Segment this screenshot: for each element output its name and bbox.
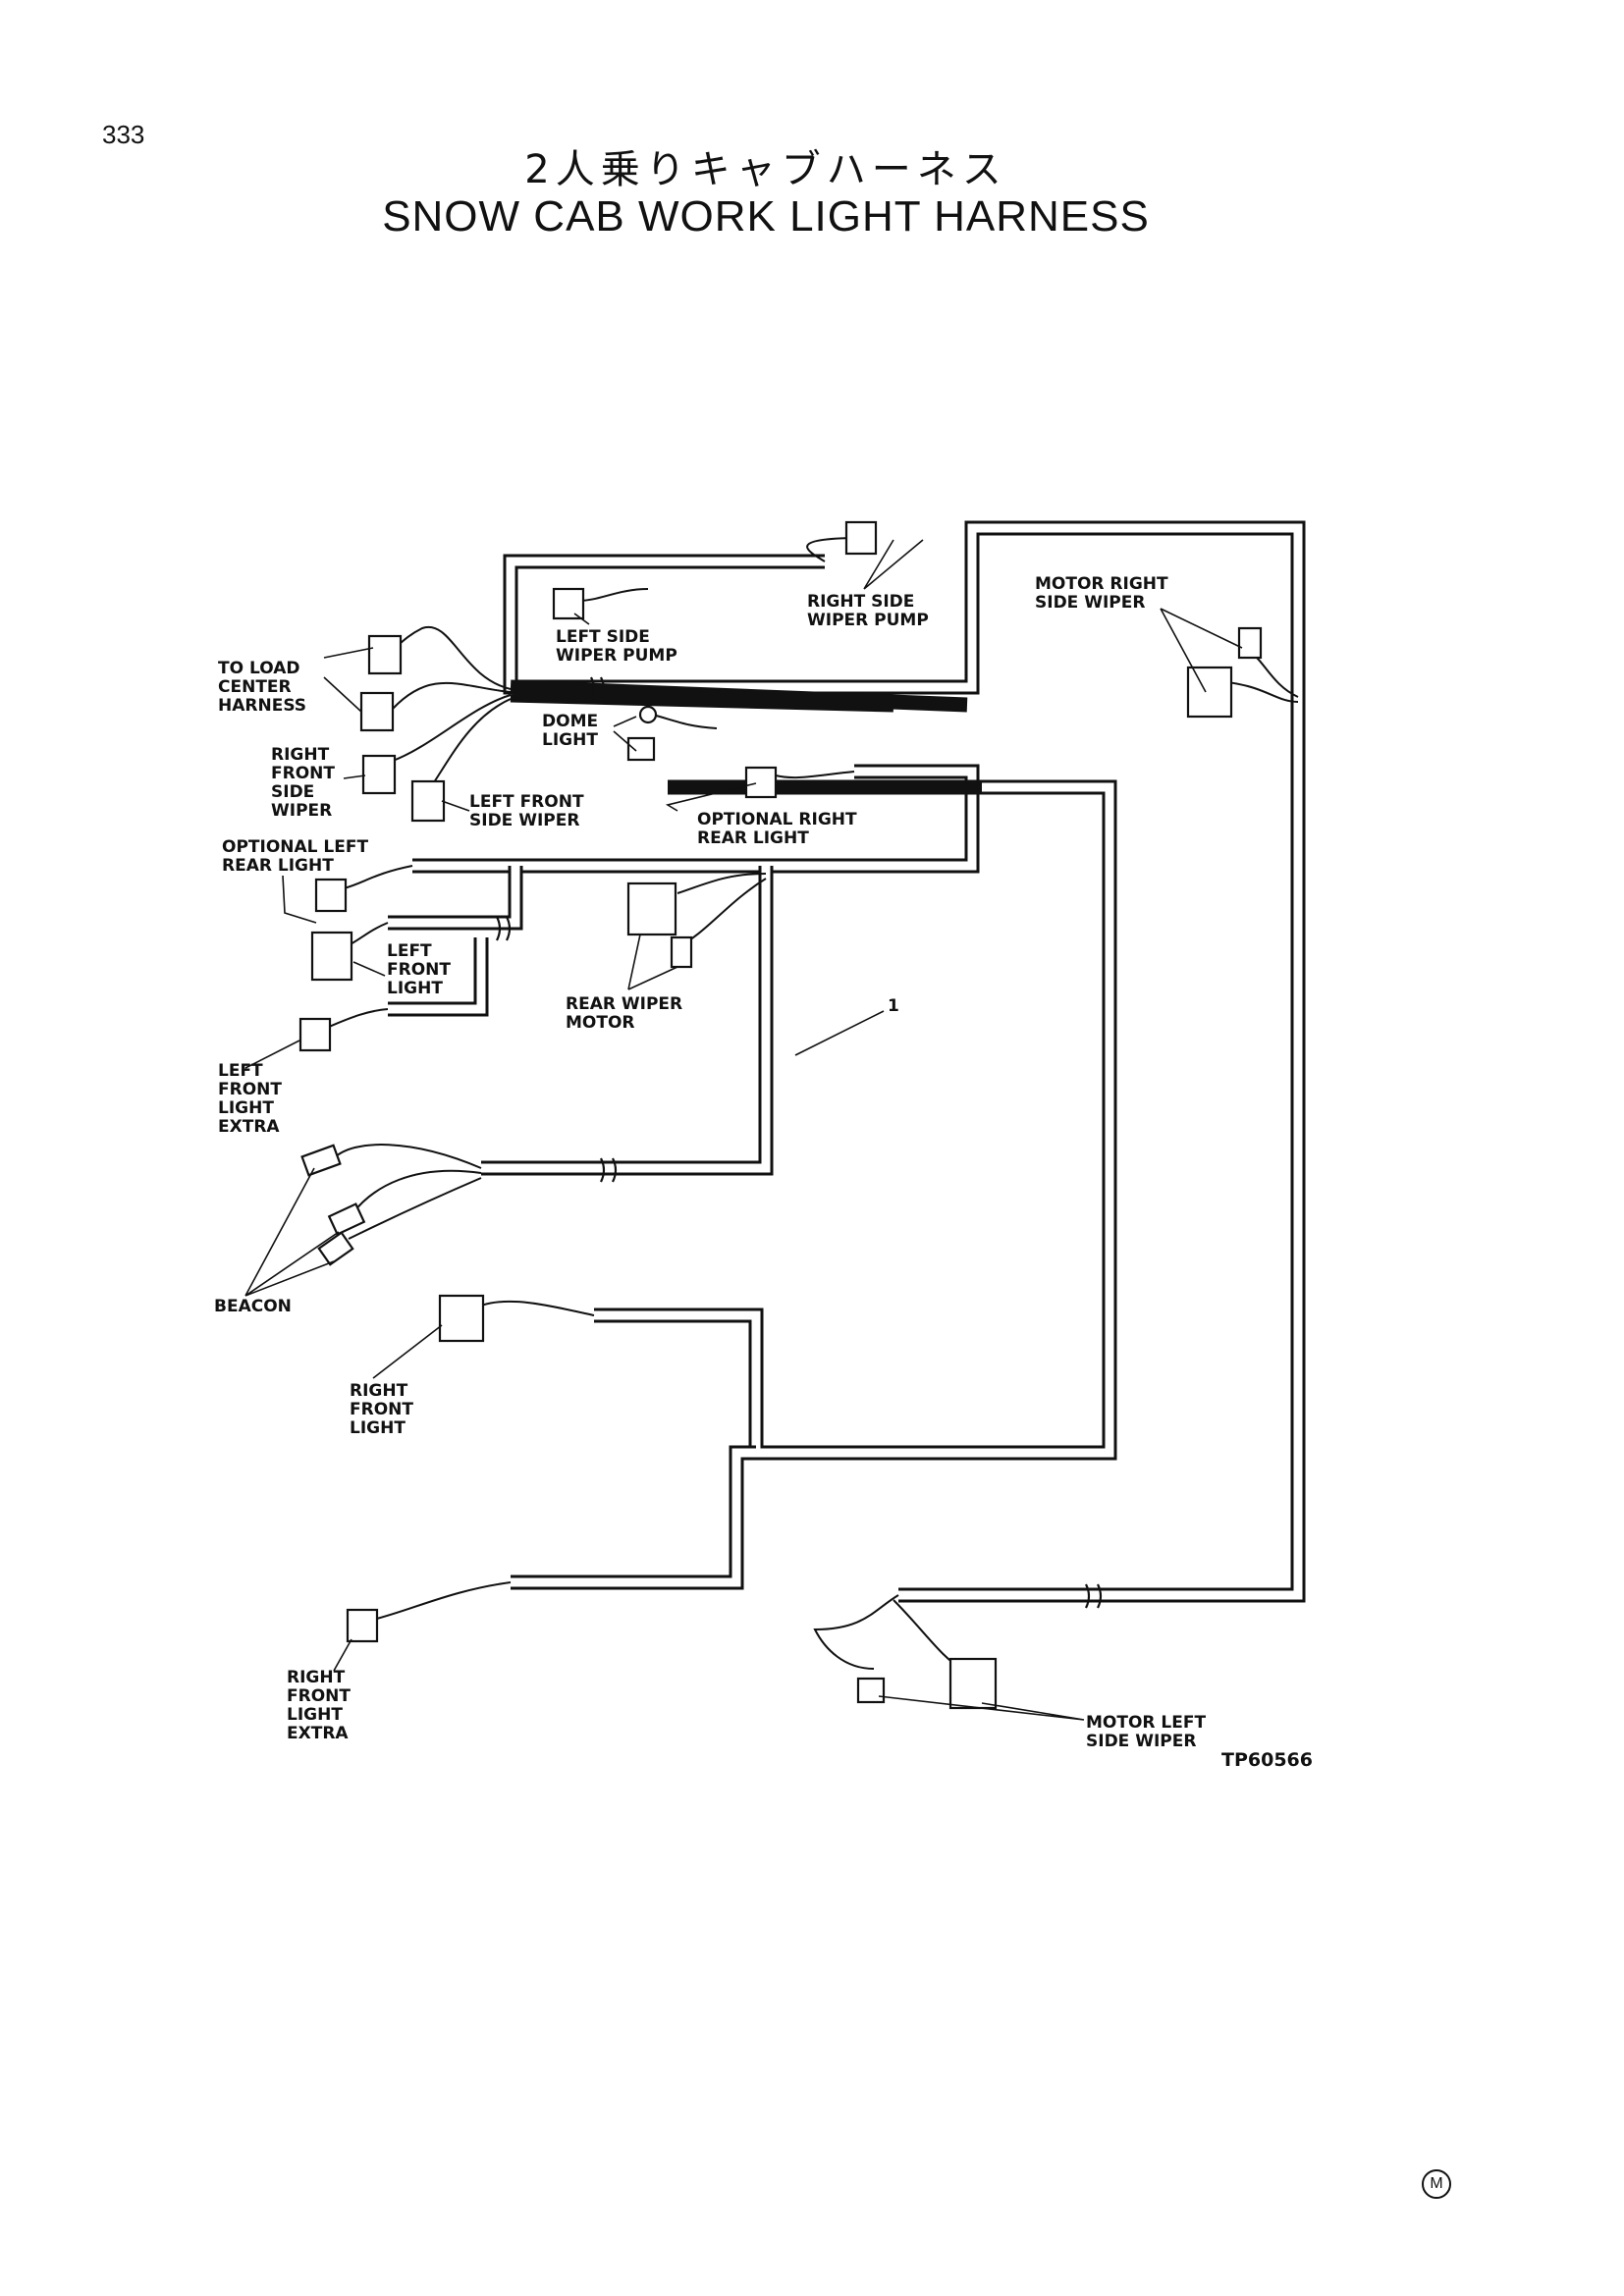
page-title-japanese: 2人乗りキャブハーネス xyxy=(524,147,1007,192)
label-right-front-light-extra: RIGHT FRONT LIGHT EXTRA xyxy=(287,1668,351,1743)
label-optional-right-rear-light: OPTIONAL RIGHT REAR LIGHT xyxy=(697,810,857,848)
page-title: SNOW CAB WORK LIGHT HARNESS xyxy=(382,192,1150,240)
label-part-reference: 1 xyxy=(888,996,899,1016)
label-motor-left-side-wiper: MOTOR LEFT SIDE WIPER xyxy=(1086,1713,1207,1751)
break-marks xyxy=(496,676,1103,1609)
label-dome-light: DOME LIGHT xyxy=(542,712,599,750)
page-number: 333 xyxy=(102,120,145,149)
label-optional-left-rear-light: OPTIONAL LEFT REAR LIGHT xyxy=(222,837,369,876)
manufacturer-mark: M xyxy=(1422,2169,1451,2199)
label-left-front-light: LEFT FRONT LIGHT xyxy=(387,941,451,998)
label-right-side-wiper-pump: RIGHT SIDE WIPER PUMP xyxy=(807,592,929,630)
harness-tube xyxy=(388,520,1306,1603)
figure-code: TP60566 xyxy=(1221,1749,1313,1771)
label-rear-wiper-motor: REAR WIPER MOTOR xyxy=(566,994,683,1033)
label-beacon: BEACON xyxy=(214,1297,292,1316)
label-left-front-light-extra: LEFT FRONT LIGHT EXTRA xyxy=(218,1061,282,1137)
leader-lines xyxy=(244,539,1243,1721)
label-motor-right-side-wiper: MOTOR RIGHT SIDE WIPER xyxy=(1035,574,1168,613)
label-left-front-side-wiper: LEFT FRONT SIDE WIPER xyxy=(469,792,584,830)
label-left-side-wiper-pump: LEFT SIDE WIPER PUMP xyxy=(556,627,677,666)
label-right-front-side-wiper: RIGHT FRONT SIDE WIPER xyxy=(271,745,335,821)
label-right-front-light: RIGHT FRONT LIGHT xyxy=(350,1381,413,1438)
label-to-load-center-harness: TO LOAD CENTER HARNESS xyxy=(218,659,307,716)
connectors xyxy=(298,520,1299,1710)
